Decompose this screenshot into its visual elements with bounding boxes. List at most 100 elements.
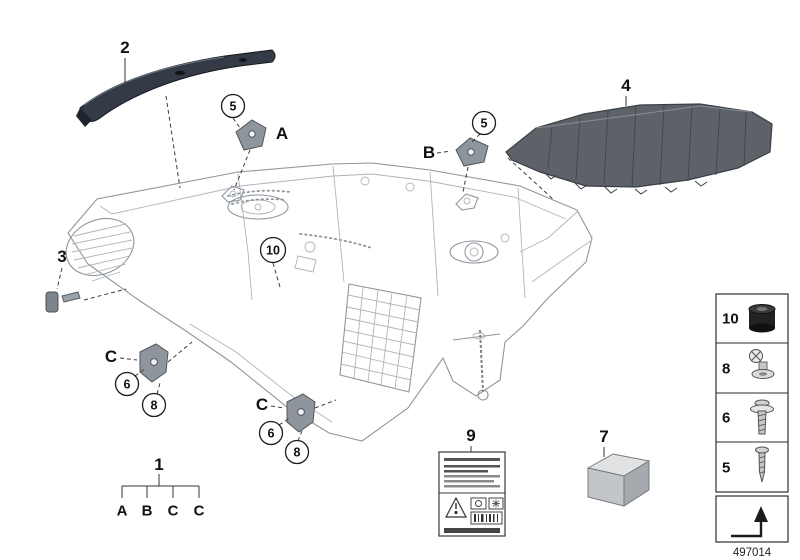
grommet-bottom: [749, 323, 775, 333]
projector-ring-inner: [240, 199, 276, 215]
callout-letter-c-1[interactable]: C: [105, 347, 117, 366]
legend-row-5-number[interactable]: 5: [722, 459, 730, 476]
callout-10[interactable]: 10: [266, 243, 280, 257]
callout-8-circle-a[interactable]: [141, 392, 167, 418]
vent-grid-lines: [340, 286, 421, 390]
callout-5-a[interactable]: 5: [230, 99, 237, 113]
rim-bolt-1: [360, 176, 370, 186]
mounting-bracket-part: [505, 103, 773, 195]
stipple-texture: [227, 189, 373, 249]
bracket-a-hole: [248, 130, 256, 138]
callout-6-circle-a[interactable]: [114, 371, 140, 397]
nut-stem: [758, 361, 768, 371]
pointer-lines: [124, 58, 627, 457]
callout-6-b[interactable]: 6: [268, 426, 275, 440]
clip-part-3: [45, 291, 59, 313]
callout-1[interactable]: 1: [154, 455, 163, 474]
bracket-strip-highlight: [535, 105, 753, 129]
callout-letter-a[interactable]: A: [276, 124, 288, 143]
callout-9[interactable]: 9: [466, 426, 475, 445]
group-letter-b[interactable]: B: [142, 502, 153, 519]
callout-5-b[interactable]: 5: [481, 116, 488, 130]
screw5-threads: [758, 456, 766, 474]
laser-warning-dot: [454, 510, 458, 515]
rim-bolt-2: [405, 182, 415, 192]
callout-6-circle-b[interactable]: [258, 420, 284, 446]
tapping-screw-icon: [755, 446, 769, 483]
callout-10-circle[interactable]: [259, 236, 287, 264]
callout-8-b[interactable]: 8: [294, 445, 301, 459]
headlight-housing-sketch: [65, 162, 593, 442]
callout-8-circle-b[interactable]: [284, 439, 310, 465]
callout-3[interactable]: 3: [57, 247, 66, 266]
foot-bracket-line: [452, 333, 501, 341]
installation-direction-arrow-icon: [731, 520, 763, 538]
trim-strip-end-fold: [76, 108, 92, 127]
box-side-face: [623, 460, 650, 507]
fastener-legend: 10 8 6 5: [715, 293, 789, 543]
foot-screw-shaft: [479, 329, 484, 393]
group-letter-c1[interactable]: C: [168, 502, 179, 519]
barcode-bars: [474, 514, 498, 522]
callout-7[interactable]: 7: [599, 427, 608, 446]
bracket-strip-teeth: [544, 172, 708, 195]
certification-mark-icon: [470, 497, 487, 510]
left-lens-outline: [65, 217, 135, 277]
legend-arrow-box: [715, 495, 789, 543]
mount-tab-b-hole: [463, 197, 471, 205]
screw-washer-icon: [750, 399, 774, 435]
certification-star-lines: [492, 499, 500, 508]
trim-strip-highlight: [83, 56, 225, 106]
group-letter-a[interactable]: A: [117, 502, 128, 519]
connector-bolt: [304, 241, 316, 253]
legend-row-separators: [716, 342, 788, 443]
adjuster-ring: [449, 240, 499, 264]
callout-4[interactable]: 4: [621, 76, 631, 95]
foot-screw-head: [477, 389, 489, 401]
label-text-lines-light: [444, 475, 500, 488]
callout-5-circle-a[interactable]: [220, 93, 246, 119]
housing-panel-lines: [237, 165, 526, 301]
grommet-hole: [756, 307, 768, 311]
mount-tab-a-hole: [229, 190, 237, 198]
group-letter-c2[interactable]: C: [194, 502, 205, 519]
legend-row-6-number[interactable]: 6: [722, 409, 730, 426]
housing-right-inner-lines: [519, 211, 593, 283]
callout-6-a[interactable]: 6: [124, 377, 131, 391]
package-box-part: [586, 453, 651, 507]
callout-letter-b[interactable]: B: [423, 143, 435, 162]
warning-label-part: [438, 451, 506, 537]
nut-cross-slots: [751, 351, 761, 361]
foot-screw-washer: [472, 332, 486, 340]
screw6-threads: [757, 413, 767, 432]
left-lens-rib-hatch: [71, 223, 133, 282]
legend-row-10-number[interactable]: 10: [722, 310, 739, 327]
bracket-c2-hole: [297, 408, 305, 416]
bracket-b-hole: [467, 148, 475, 156]
legend-row-8-number[interactable]: 8: [722, 360, 730, 377]
adjuster-screw: [500, 233, 510, 243]
adjuster-center: [469, 247, 479, 257]
nut-washer-hole: [759, 372, 767, 376]
grommet-sleeve-icon: [748, 304, 776, 333]
callout-2[interactable]: 2: [120, 38, 129, 57]
projector-ring-outer: [227, 194, 289, 220]
small-parts: [45, 119, 489, 433]
adjuster-outer: [464, 242, 484, 262]
callout-letter-c-2[interactable]: C: [256, 395, 268, 414]
vent-grid-outline: [339, 283, 422, 393]
leader-lines: [56, 95, 555, 442]
adjuster-nut-icon: [749, 349, 775, 379]
trim-strip-hole-1: [175, 70, 185, 76]
housing-inner-rim: [99, 173, 567, 220]
mount-tab-a: [221, 185, 245, 203]
projector-center: [254, 203, 262, 211]
callout-8-a[interactable]: 8: [151, 398, 158, 412]
callout-5-circle-b[interactable]: [471, 110, 497, 136]
callout-labels: 2 4 3 9 7 A B C C 5 5 10 6 8 6 8: [57, 38, 631, 465]
pin-part-3: [61, 291, 81, 303]
installation-arrow-head: [754, 506, 768, 522]
bracket-strip-ribs: [547, 103, 747, 188]
bracket-c1-hole: [150, 358, 158, 366]
label-bottom-band: [444, 528, 500, 533]
